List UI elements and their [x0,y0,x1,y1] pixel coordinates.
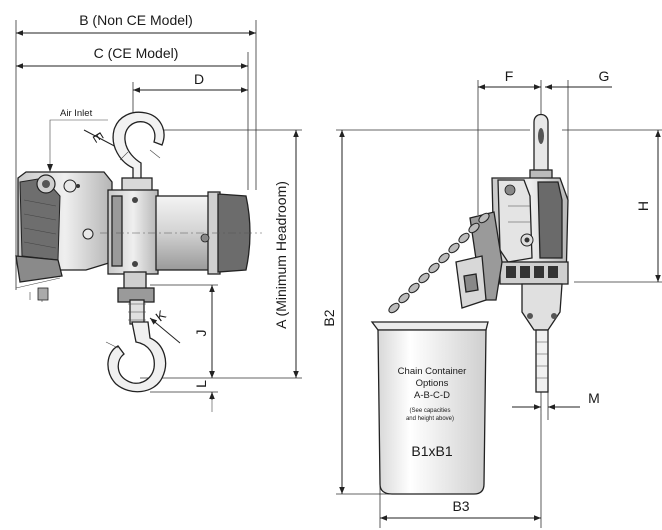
air-inlet-leader [49,119,108,170]
label-f: F [505,68,514,84]
container-note-line1: (See capacities [409,408,450,414]
label-d: D [194,71,204,87]
container-options: Options [416,378,449,389]
top-hook [112,111,165,189]
label-l: L [193,380,209,388]
load-chain [535,329,549,393]
right-hoist-drawing [370,113,569,495]
container-title: Chain Container [398,366,467,377]
container-option-codes: A-B-C-D [414,390,450,401]
label-e: E [89,130,106,146]
left-hoist-drawing [15,111,262,393]
label-b1xb1: B1xB1 [411,443,452,459]
label-g: G [599,68,610,84]
label-b2: B2 [321,309,337,326]
container-note-line2: and height above) [406,416,454,422]
label-c-ce: C (CE Model) [94,45,179,61]
label-h: H [635,201,651,211]
chain-container-rim [370,321,489,331]
dimension-k-leader [149,317,181,344]
label-air-inlet: Air Inlet [60,108,93,119]
label-a-min-headroom: A (Minimum Headroom) [273,181,289,329]
label-b3: B3 [452,498,469,514]
chain-container [377,329,487,495]
label-b-non-ce: B (Non CE Model) [79,12,193,28]
slack-chain [388,212,490,314]
label-j: J [193,330,209,337]
left-view-dimensions [15,20,302,412]
top-suspension-eye [533,113,549,181]
bottom-hook [107,321,167,393]
label-m: M [588,390,600,406]
